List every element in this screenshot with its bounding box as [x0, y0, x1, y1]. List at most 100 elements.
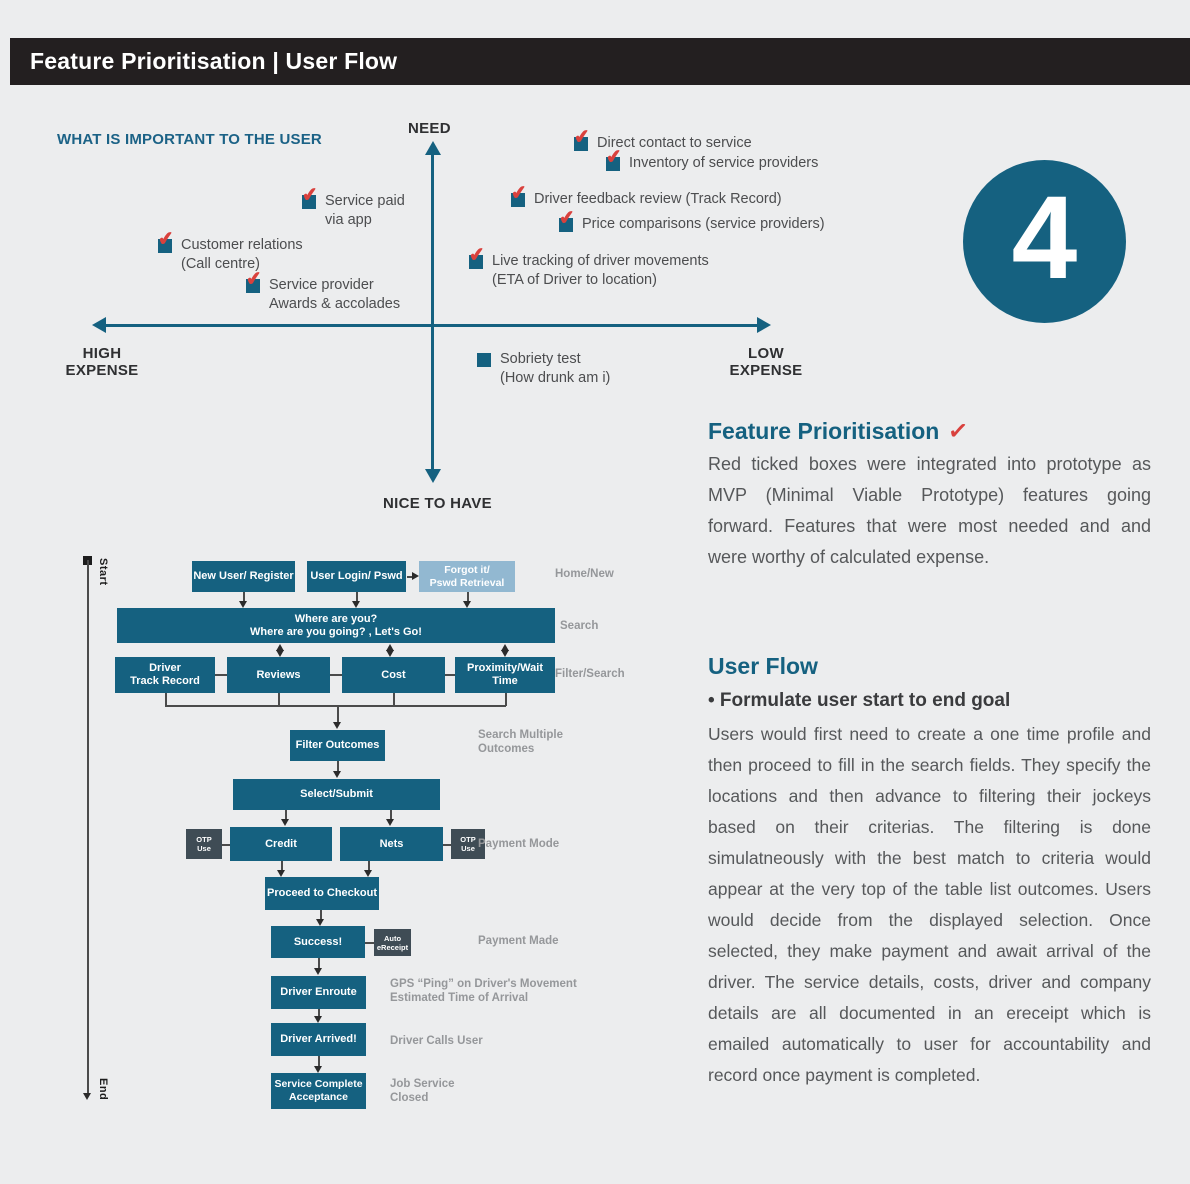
arrow-icon [364, 870, 372, 877]
connector-line [390, 810, 392, 820]
connector-line [445, 674, 455, 676]
double-arrow-icon [276, 644, 284, 651]
y-axis-arrow-up-icon [425, 141, 441, 155]
arrow-icon [352, 601, 360, 608]
quadrant-item: ✔ Direct contact to service [572, 126, 752, 151]
checked-checkbox-icon: ✔ [245, 268, 263, 293]
checked-checkbox-icon: ✔ [605, 146, 623, 171]
checked-checkbox-icon: ✔ [301, 184, 319, 209]
connector-line [368, 861, 370, 871]
axis-label-nice-to-have: NICE TO HAVE [383, 495, 492, 512]
connector-line [222, 844, 230, 846]
flow-box-search: Where are you?Where are you going? , Let… [117, 608, 555, 643]
flow-stage-label-search: Search [560, 620, 599, 632]
arrow-icon [412, 572, 419, 580]
flow-box-login: User Login/ Pswd [307, 561, 406, 592]
connector-line [318, 1056, 320, 1067]
checked-checkbox-icon: ✔ [510, 182, 528, 207]
timeline-end-arrow-icon [83, 1093, 91, 1100]
flow-box-nets: Nets [340, 827, 443, 861]
user-flow-bullet: • Formulate user start to end goal [708, 690, 1011, 711]
x-axis-arrow-left-icon [92, 317, 106, 333]
red-tick-icon: ✔ [244, 268, 263, 291]
arrow-icon [281, 819, 289, 826]
double-arrow-icon [501, 644, 509, 651]
arrow-icon [386, 819, 394, 826]
flow-stage-label-home: Home/New [555, 568, 614, 580]
red-tick-icon: ✔ [604, 146, 623, 169]
page-title: Feature Prioritisation | User Flow [30, 48, 398, 74]
red-tick-icon: ✔ [156, 228, 175, 251]
flow-box-proximity: Proximity/Wait Time [455, 657, 555, 693]
quadrant-item: ✔ Customer relations(Call centre) [156, 228, 303, 272]
flow-box-cost: Cost [342, 657, 445, 693]
red-tick-icon: ✔ [557, 207, 576, 230]
flow-box-credit: Credit [230, 827, 332, 861]
arrow-icon [277, 870, 285, 877]
red-tick-icon: ✔ [300, 184, 319, 207]
red-tick-icon: ✔ [572, 126, 591, 149]
y-axis-arrow-down-icon [425, 469, 441, 483]
arrow-icon [463, 601, 471, 608]
connector-line [407, 576, 413, 578]
checked-checkbox-icon: ✔ [573, 126, 591, 151]
timeline-end-label: End [97, 1078, 109, 1101]
connector-line [215, 674, 227, 676]
quadrant-item: ✔ Price comparisons (service providers) [557, 207, 825, 232]
double-arrow-icon [386, 644, 394, 651]
connector-line [318, 1009, 320, 1017]
double-arrow-icon [386, 650, 394, 657]
user-flow-body: Users would first need to create a one t… [708, 724, 1151, 1085]
feature-prioritisation-body: Red ticked boxes were integrated into pr… [708, 454, 1151, 567]
x-axis-arrow-right-icon [757, 317, 771, 333]
connector-line [165, 705, 506, 707]
flow-box-select-submit: Select/Submit [233, 779, 440, 810]
timeline-line [87, 560, 89, 1093]
axis-label-need: NEED [408, 120, 451, 137]
header-bar: Feature Prioritisation | User Flow [10, 38, 1190, 85]
arrow-icon [333, 722, 341, 729]
user-flow-title: User Flow [708, 653, 818, 679]
red-check-icon: ✓ [946, 417, 970, 446]
flow-box-driver-enroute: Driver Enroute [271, 976, 366, 1009]
connector-line [285, 810, 287, 820]
connector-line [365, 942, 374, 944]
connector-line [393, 693, 395, 706]
quadrant-item-sobriety: Sobriety test(How drunk am i) [477, 350, 610, 388]
quadrant-item: ✔ Live tracking of driver movements(ETA … [467, 244, 709, 288]
connector-line [337, 705, 339, 723]
axis-label-high-expense: HIGH EXPENSE [65, 345, 139, 379]
y-axis [431, 153, 434, 471]
connector-line [278, 693, 280, 706]
arrow-icon [239, 601, 247, 608]
arrow-icon [314, 968, 322, 975]
connector-line [318, 958, 320, 969]
quadrant-item: ✔ Inventory of service providers [604, 146, 819, 171]
timeline-start-label: Start [97, 558, 109, 586]
checked-checkbox-icon: ✔ [558, 207, 576, 232]
connector-line [505, 693, 507, 706]
connector-line [356, 592, 358, 602]
connector-line [320, 910, 322, 920]
flow-box-checkout: Proceed to Checkout [265, 877, 379, 910]
x-axis [105, 324, 759, 327]
connector-line [281, 861, 283, 871]
flow-box-forgot-password: Forgot it/Pswd Retrieval [419, 561, 515, 592]
quadrant-heading: WHAT IS IMPORTANT TO THE USER [57, 131, 322, 148]
checked-checkbox-icon: ✔ [157, 228, 175, 253]
red-tick-icon: ✔ [467, 244, 486, 267]
quadrant-item: ✔ Driver feedback review (Track Record) [509, 182, 782, 207]
connector-line [243, 592, 245, 602]
flow-stage-label-payment-mode: Payment Mode [478, 838, 560, 850]
flow-stage-label-driver-calls: Driver Calls User [390, 1035, 483, 1047]
flow-box-filter-outcomes: Filter Outcomes [290, 730, 385, 761]
flow-stage-label-filter: Filter/Search [555, 668, 625, 680]
